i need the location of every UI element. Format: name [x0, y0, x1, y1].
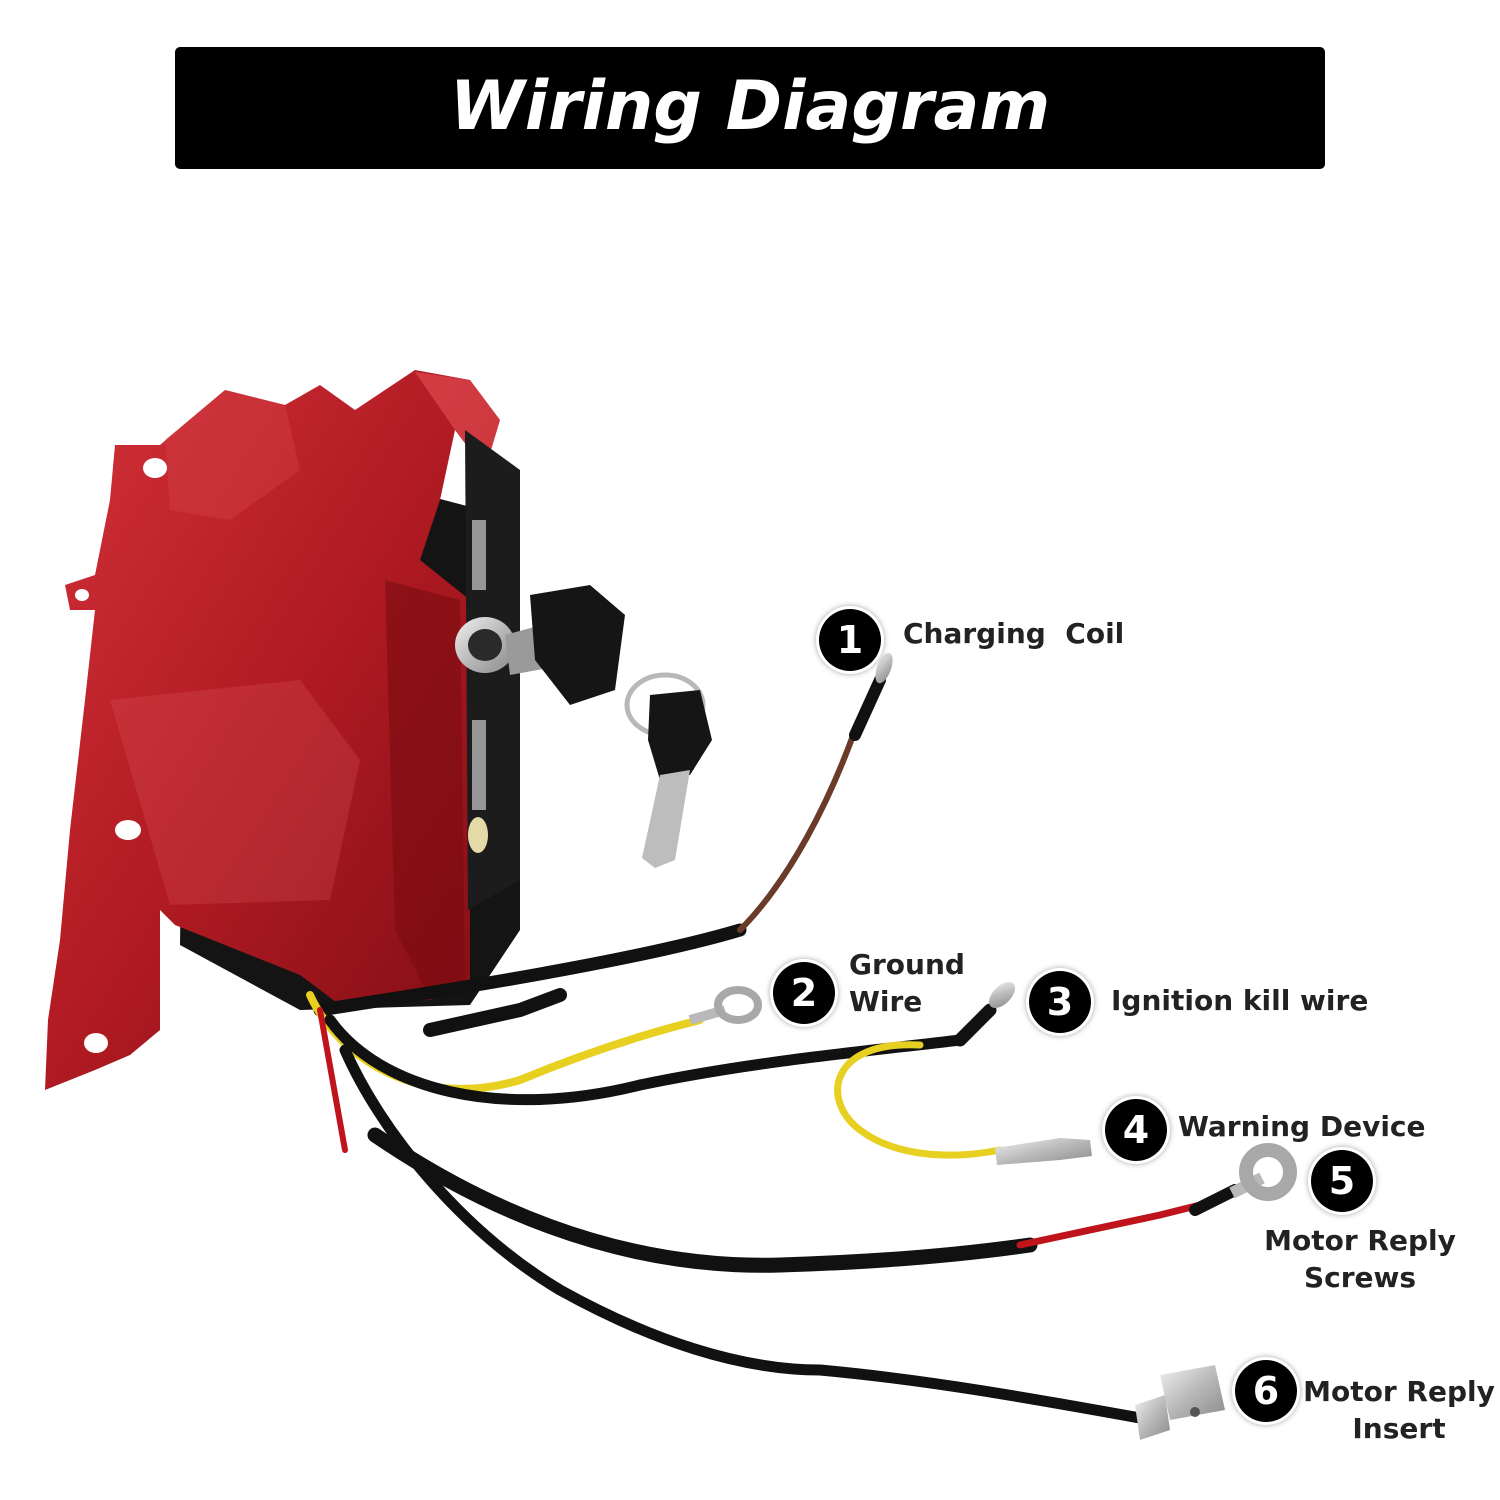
- motor-ring-terminal: [1229, 1143, 1297, 1201]
- title-banner: Wiring Diagram: [175, 47, 1325, 169]
- callout-3-badge: 3: [1029, 971, 1091, 1033]
- ignition-switch-panel: [455, 430, 520, 910]
- callout-6-label-line-1: Motor Reply: [1303, 1375, 1495, 1408]
- charging-coil-terminal: [875, 652, 893, 684]
- callout-2-label: Ground Wire: [849, 946, 965, 1020]
- wires: [306, 674, 1241, 1424]
- callout-1-badge: 1: [819, 609, 881, 671]
- warning-device-terminal: [995, 1138, 1092, 1165]
- callout-5-label-line-2: Screws: [1303, 1261, 1417, 1294]
- motor-spade-terminal: [1135, 1365, 1225, 1440]
- terminals: [688, 652, 1297, 1440]
- callout-6-label: Motor Reply Insert: [1303, 1373, 1495, 1447]
- ignition-kill-bullet-terminal: [989, 982, 1015, 1008]
- callout-5-label-line-1: Motor Reply: [1264, 1224, 1456, 1257]
- callout-1-label: Charging Coil: [903, 617, 1125, 650]
- callout-3-label: Ignition kill wire: [1111, 984, 1369, 1017]
- callout-2-label-line-2: Wire: [849, 985, 923, 1018]
- ground-ring-terminal: [688, 986, 762, 1025]
- callout-5-label: Motor Reply Screws: [1262, 1222, 1458, 1296]
- callout-6-badge: 6: [1235, 1360, 1297, 1422]
- callout-2-label-line-1: Ground: [849, 948, 965, 981]
- callout-2-badge: 2: [773, 962, 835, 1024]
- red-housing: [45, 370, 500, 1090]
- diagram-title: Wiring Diagram: [449, 67, 1051, 146]
- callout-4-badge: 4: [1105, 1099, 1167, 1161]
- ignition-keys: [505, 585, 712, 868]
- callout-6-label-line-2: Insert: [1352, 1412, 1446, 1445]
- callout-5-badge: 5: [1311, 1150, 1373, 1212]
- callout-4-label: Warning Device: [1178, 1110, 1426, 1143]
